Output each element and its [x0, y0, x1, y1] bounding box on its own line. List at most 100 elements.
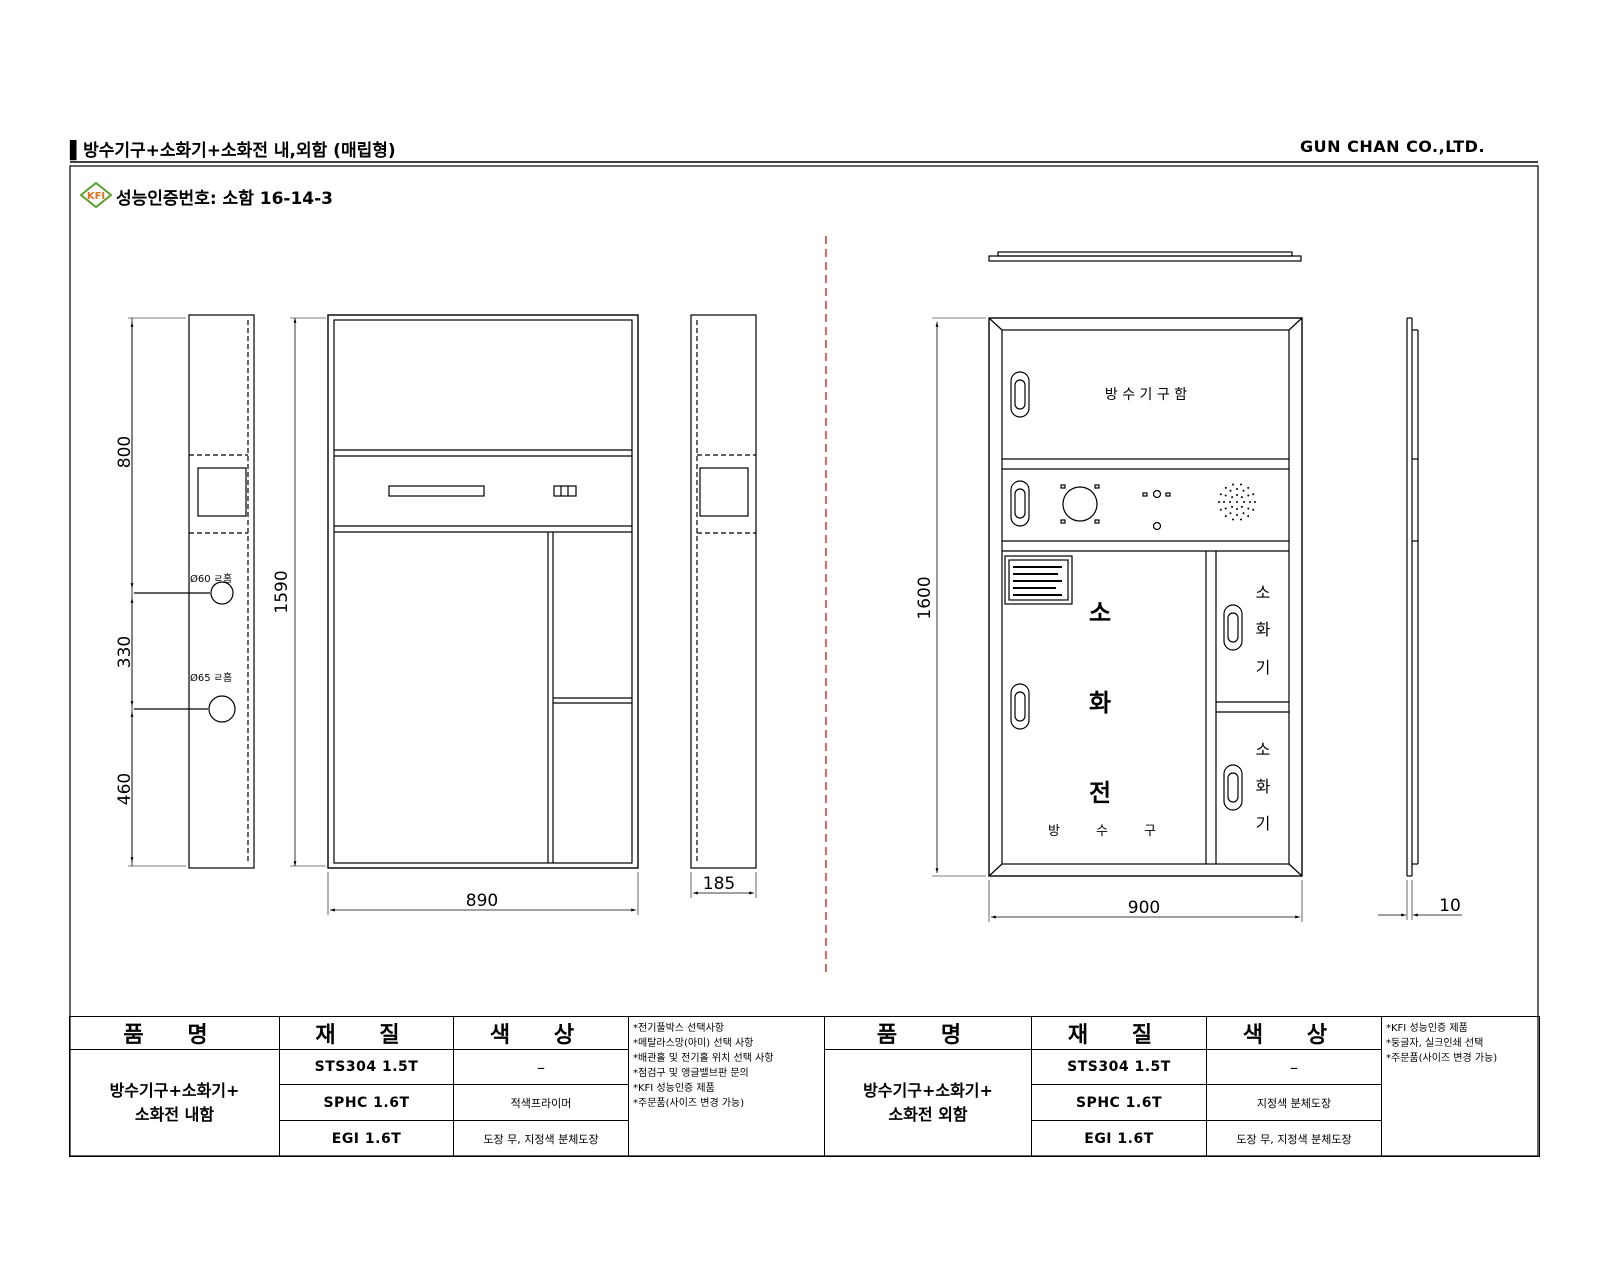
dim-890: 890 [466, 891, 498, 911]
speaker-dot [1224, 486, 1227, 489]
speaker-icon [1218, 483, 1256, 521]
speaker-dot [1240, 505, 1243, 508]
hole-60-label: Ø60 ㄹ홈 [190, 572, 232, 585]
outer-box-front-view [932, 317, 1303, 922]
color-row-3-right: 도장 무, 지정색 분체도장 [1206, 1120, 1382, 1157]
note-item: *KFI 성능인증 제품 [633, 1083, 715, 1094]
dim-1590: 1590 [272, 570, 292, 613]
label-hydrant-1: 소 [1089, 599, 1111, 627]
dim-10: 10 [1439, 896, 1461, 916]
color-row-2-left: 적색프라이머 [453, 1084, 629, 1121]
notes-right: *KFI 성능인증 제품 *둥글자, 실크인쇄 선택 *주문품(사이즈 변경 가능) [1381, 1016, 1540, 1157]
header-name-left: 품 명 [69, 1016, 280, 1050]
speaker-dot [1243, 501, 1245, 503]
speaker-dot [1236, 494, 1238, 496]
speaker-dot [1240, 496, 1243, 499]
speaker-dot [1247, 494, 1250, 497]
kfi-sticker [1004, 555, 1073, 605]
header-material-right: 재 질 [1031, 1016, 1207, 1050]
note-item: *둥글자, 실크인쇄 선택 [1386, 1038, 1484, 1049]
header-name-right: 품 명 [824, 1016, 1032, 1050]
speaker-dot [1229, 501, 1231, 503]
dim-800: 800 [115, 436, 135, 468]
speaker-dot [1247, 507, 1250, 510]
material-row-1-right: STS304 1.5T [1031, 1049, 1207, 1085]
speaker-dot [1231, 496, 1234, 499]
speaker-dot [1242, 489, 1245, 492]
label-ext2-1: 소 [1256, 740, 1271, 759]
label-outlet-2: 수 [1096, 824, 1108, 839]
header-color-left: 색 상 [453, 1016, 629, 1050]
speaker-dot [1232, 518, 1234, 521]
product-name-outer: 방수기구+소화기+ 소화전 외함 [824, 1049, 1032, 1157]
dim-330: 330 [115, 636, 135, 668]
note-item: *주문품(사이즈 변경 가능) [1386, 1053, 1498, 1064]
label-hydrant-3: 전 [1089, 779, 1111, 807]
speaker-dot [1240, 518, 1242, 521]
hole-65-label: Ø65 ㄹ홈 [190, 671, 232, 684]
inner-box-front-view [290, 314, 639, 915]
spec-table: 품 명 재 질 색 상 *전기풀박스 선택사항*메탈라스망(아미) 선택 사항*… [69, 1016, 1540, 1157]
inner-box-side-view [128, 314, 255, 869]
speaker-dot [1236, 488, 1238, 490]
color-row-1-left: – [453, 1049, 629, 1085]
material-row-2-right: SPHC 1.6T [1031, 1084, 1207, 1121]
material-row-3-left: EGI 1.6T [279, 1120, 454, 1157]
speaker-dot [1219, 493, 1222, 496]
speaker-dot [1236, 501, 1238, 503]
note-item: *전기풀박스 선택사항 [633, 1023, 724, 1034]
label-ext2-2: 화 [1256, 777, 1271, 796]
product-name-inner: 방수기구+소화기+ 소화전 내함 [69, 1049, 280, 1157]
speaker-dot [1223, 501, 1225, 503]
company-name: GUN CHAN CO.,LTD. [1300, 137, 1486, 156]
kfi-logo-text: KFI [87, 191, 105, 202]
dim-1600: 1600 [915, 576, 935, 619]
speaker-dot [1236, 508, 1238, 510]
dim-460: 460 [115, 773, 135, 805]
color-row-3-left: 도장 무, 지정색 분체도장 [453, 1120, 629, 1157]
dim-185: 185 [703, 874, 735, 894]
speaker-dot [1231, 505, 1234, 508]
color-row-1-right: – [1206, 1049, 1382, 1085]
note-item: *주문품(사이즈 변경 가능) [633, 1098, 745, 1109]
speaker-dot [1242, 512, 1245, 515]
speaker-dot [1247, 515, 1250, 518]
hole-65 [208, 695, 236, 723]
inner-box-depth-view [690, 314, 757, 898]
bell-icon [1062, 486, 1098, 522]
label-ext2-3: 기 [1256, 814, 1271, 833]
speaker-dot [1229, 489, 1232, 492]
sheet-frame [69, 165, 1539, 1157]
material-row-3-right: EGI 1.6T [1031, 1120, 1207, 1157]
hole-60 [210, 581, 234, 605]
drawing-title: ▌방수기구+소화기+소화전 내,외함 (매립형) [70, 141, 396, 161]
header-material-left: 재 질 [279, 1016, 454, 1050]
speaker-dot [1252, 493, 1255, 496]
speaker-dot [1229, 512, 1232, 515]
material-row-2-left: SPHC 1.6T [279, 1084, 454, 1121]
label-hose-box: 방 수 기 구 함 [1105, 387, 1187, 403]
speaker-dot [1224, 515, 1227, 518]
label-outlet-1: 방 [1048, 824, 1060, 839]
note-item: *KFI 성능인증 제품 [1386, 1023, 1468, 1034]
note-item: *점검구 및 앵글밸브판 문의 [633, 1068, 749, 1079]
speaker-dot [1240, 483, 1242, 486]
dim-900: 900 [1128, 898, 1160, 918]
speaker-dot [1218, 501, 1220, 503]
label-ext1-1: 소 [1256, 583, 1271, 602]
color-row-2-right: 지정색 분체도장 [1206, 1084, 1382, 1121]
speaker-dot [1254, 501, 1256, 503]
material-row-1-left: STS304 1.5T [279, 1049, 454, 1085]
note-item: *배관홀 및 전기홀 위치 선택 사항 [633, 1053, 774, 1064]
speaker-dot [1252, 508, 1255, 511]
speaker-dot [1247, 486, 1250, 489]
speaker-dot [1249, 501, 1251, 503]
label-outlet-3: 구 [1144, 824, 1156, 839]
header-color-right: 색 상 [1206, 1016, 1382, 1050]
speaker-dot [1219, 508, 1222, 511]
outer-box-side-view [1378, 317, 1462, 920]
speaker-dot [1224, 507, 1227, 510]
certification-number: 성능인증번호: 소함 16-14-3 [116, 189, 334, 209]
kfi-logo-icon: KFI [80, 182, 112, 208]
